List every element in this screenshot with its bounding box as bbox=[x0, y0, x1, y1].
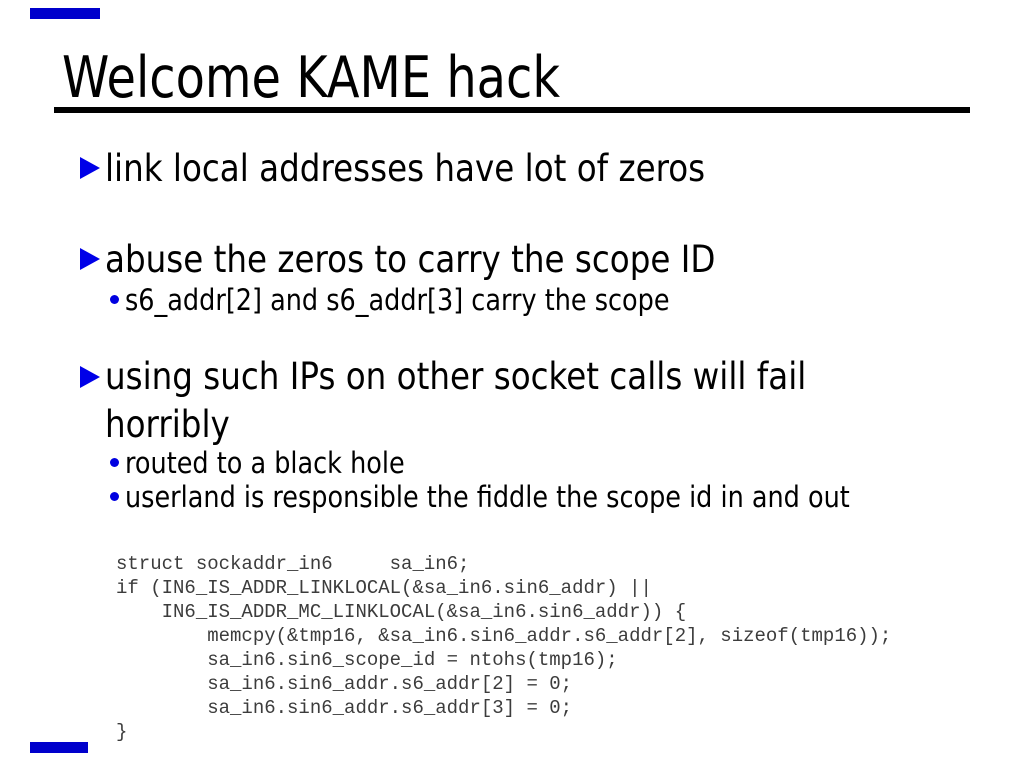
top-left-accent-bar bbox=[30, 8, 100, 19]
dot-bullet-icon bbox=[110, 458, 119, 467]
code-line: } bbox=[116, 721, 128, 743]
code-line: sa_in6.sin6_scope_id = ntohs(tmp16); bbox=[116, 649, 618, 671]
bullet-item: link local addresses have lot of zeros bbox=[80, 147, 787, 191]
code-line: IN6_IS_ADDR_MC_LINKLOCAL(&sa_in6.sin6_ad… bbox=[116, 601, 687, 623]
sub-bullet-text: routed to a black hole bbox=[125, 446, 405, 480]
bullet-text-wrapped: using such IPs on other socket calls wil… bbox=[105, 353, 902, 449]
bullet-text: link local addresses have lot of zeros bbox=[105, 147, 706, 190]
page-title-text: Welcome KAME hack bbox=[62, 45, 561, 111]
bullet-item: using such IPs on other socket calls wil… bbox=[80, 353, 902, 449]
dot-bullet-icon bbox=[110, 492, 119, 501]
code-line: sa_in6.sin6_addr.s6_addr[3] = 0; bbox=[116, 697, 573, 719]
code-block: struct sockaddr_in6 sa_in6;if (IN6_IS_AD… bbox=[116, 552, 891, 744]
bullet-text-line: using such IPs on other socket calls wil… bbox=[105, 355, 807, 398]
triangle-bullet-icon bbox=[80, 248, 100, 270]
page-title: Welcome KAME hack bbox=[62, 50, 655, 107]
sub-bullet-item: routed to a black hole bbox=[110, 446, 443, 480]
title-underline bbox=[54, 107, 970, 113]
bullet-item: abuse the zeros to carry the scope ID bbox=[80, 238, 799, 282]
code-line: sa_in6.sin6_addr.s6_addr[2] = 0; bbox=[116, 673, 573, 695]
triangle-bullet-icon bbox=[80, 366, 100, 388]
dot-bullet-icon bbox=[110, 295, 119, 304]
bullet-text: abuse the zeros to carry the scope ID bbox=[105, 238, 716, 281]
sub-bullet-text: userland is responsible the fiddle the s… bbox=[125, 480, 850, 514]
triangle-bullet-icon bbox=[80, 157, 100, 179]
code-line: memcpy(&tmp16, &sa_in6.sin6_addr.s6_addr… bbox=[116, 625, 892, 647]
sub-bullet-item: userland is responsible the fiddle the s… bbox=[110, 480, 949, 514]
code-line: if (IN6_IS_ADDR_LINKLOCAL(&sa_in6.sin6_a… bbox=[116, 577, 652, 599]
bottom-left-accent-bar bbox=[30, 742, 88, 753]
sub-bullet-item: s6_addr[2] and s6_addr[3] carry the scop… bbox=[110, 283, 744, 317]
code-line: struct sockaddr_in6 sa_in6; bbox=[116, 553, 470, 575]
sub-bullet-text: s6_addr[2] and s6_addr[3] carry the scop… bbox=[125, 283, 670, 317]
bullet-text-line: horribly bbox=[105, 403, 230, 446]
